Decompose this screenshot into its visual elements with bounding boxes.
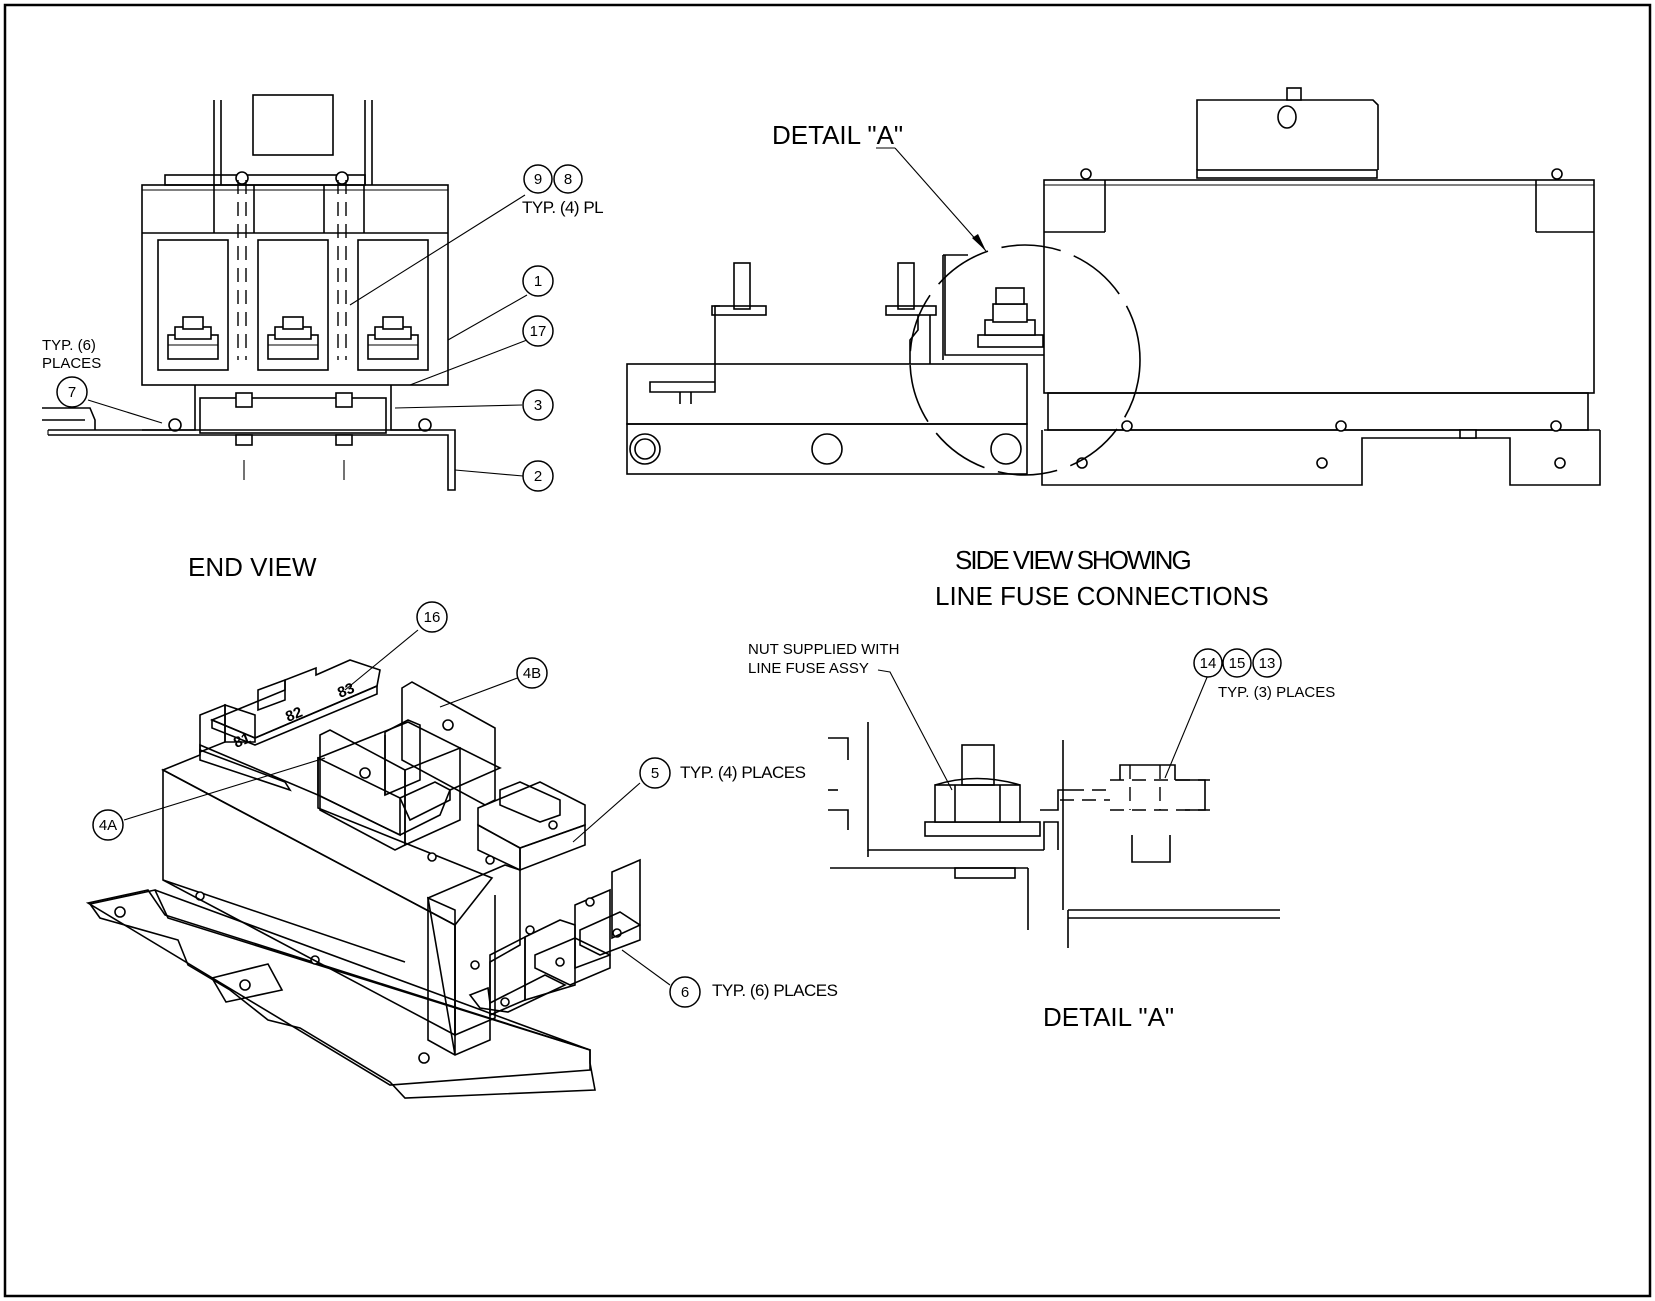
balloon-15: 15 [1222,648,1252,678]
balloon-3: 3 [522,389,554,421]
end-view-title: END VIEW [188,552,317,582]
detail-a-leaders [877,669,1209,791]
note-places: PLACES [42,355,101,372]
balloon-6: 6 [669,976,701,1008]
svg-text:8: 8 [564,171,572,188]
side-view-title-line2: LINE FUSE CONNECTIONS [935,581,1269,611]
balloon-9: 9 [523,164,553,194]
balloon-1: 1 [522,265,554,297]
svg-text:13: 13 [1259,655,1276,672]
detail-a-title: DETAIL "A" [1043,1002,1174,1032]
note-typ-4-places: TYP. (4) PLACES [680,763,806,782]
balloon-13: 13 [1252,648,1282,678]
terminal-81: 81 [231,730,253,752]
svg-text:3: 3 [534,397,542,414]
side-view-drawing [626,87,1601,486]
note-typ-6-places: TYP. (6) PLACES [712,981,838,1000]
detail-a-drawing [828,722,1280,948]
balloon-7: 7 [56,376,88,408]
note-nut-supplied-line1: NUT SUPPLIED WITH [748,641,899,658]
end-view-drawing [42,94,456,491]
note-typ-3-places: TYP. (3) PLACES [1218,684,1335,701]
svg-text:1: 1 [534,273,542,290]
detail-a-callout: DETAIL "A" [772,120,903,150]
balloon-16: 16 [416,601,448,633]
isometric-view-drawing: 81 82 83 [85,659,641,1099]
balloon-8: 8 [553,164,583,194]
svg-text:6: 6 [681,984,689,1001]
terminal-82: 82 [283,704,305,726]
side-view-title-line1: SIDE VIEW SHOWING [955,545,1190,575]
note-typ-4-pl: TYP. (4) PL [522,198,603,217]
balloon-17: 17 [522,315,554,347]
svg-text:16: 16 [424,609,441,626]
svg-text:5: 5 [651,765,659,782]
balloon-2: 2 [522,460,554,492]
isometric-leaders [123,629,671,986]
svg-text:17: 17 [530,323,547,340]
svg-text:15: 15 [1229,655,1246,672]
end-view-leaders [87,194,528,477]
svg-text:7: 7 [68,384,76,401]
detail-a-leader [894,147,987,252]
note-nut-supplied-line2: LINE FUSE ASSY [748,660,869,677]
balloon-4a: 4A [92,809,124,841]
svg-text:4B: 4B [523,665,541,682]
svg-text:9: 9 [534,171,542,188]
balloon-5: 5 [639,757,671,789]
svg-text:2: 2 [534,468,542,485]
svg-text:14: 14 [1200,655,1217,672]
balloon-14: 14 [1193,648,1223,678]
balloon-4b: 4B [516,657,548,689]
note-typ-6: TYP. (6) [42,337,96,354]
svg-text:4A: 4A [99,817,117,834]
sheet-border [3,3,1652,1298]
